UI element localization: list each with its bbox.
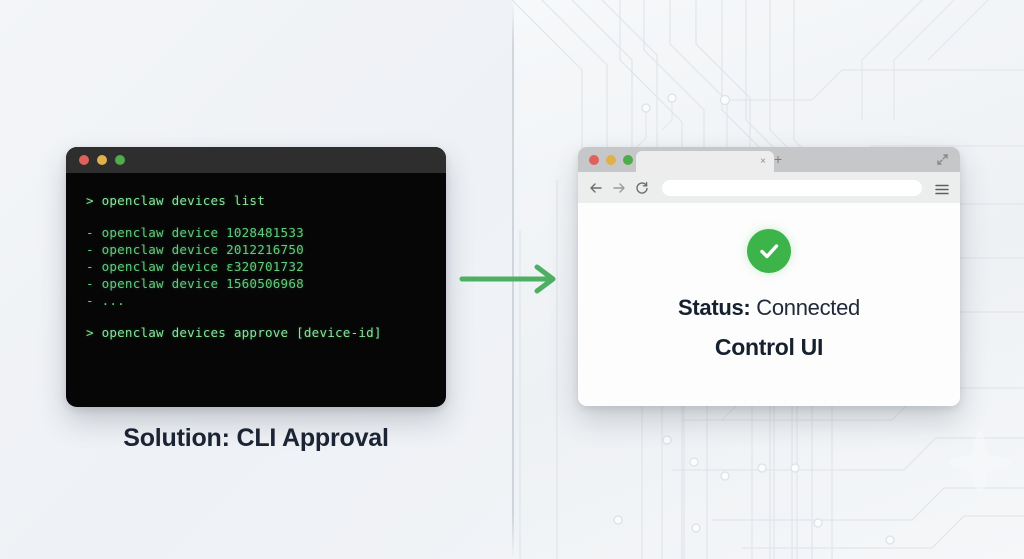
control-ui-heading: Control UI [714, 334, 824, 360]
browser-maximize-button[interactable] [623, 154, 633, 165]
terminal-titlebar [66, 147, 446, 173]
terminal-line-command-approve: > openclaw devices approve [device-id] [86, 325, 382, 340]
forward-icon[interactable] [612, 181, 626, 195]
expand-icon[interactable] [936, 153, 949, 166]
terminal-line-ellipsis: - ... [86, 293, 125, 308]
terminal-output: > openclaw devices list - openclaw devic… [66, 173, 446, 344]
url-input[interactable] [662, 179, 922, 196]
browser-toolbar [578, 172, 960, 203]
flow-arrow [458, 262, 568, 296]
terminal-line-device-2: - openclaw device 2012216750 [86, 242, 304, 257]
terminal-line-device-1: - openclaw device 1028481533 [86, 225, 304, 240]
browser-minimize-button[interactable] [606, 154, 616, 165]
browser-close-button[interactable] [589, 154, 599, 165]
status-line: Status: Connected [678, 295, 860, 321]
reload-icon[interactable] [635, 181, 649, 195]
browser-page-content: Status: Connected Control UI [578, 203, 960, 406]
left-panel-caption: Solution: CLI Approval [123, 424, 389, 452]
browser-tab[interactable]: × [636, 151, 774, 172]
status-label: Status: [678, 295, 751, 320]
arrow-right-icon [459, 264, 556, 294]
terminal-line-command-list: > openclaw devices list [86, 193, 265, 208]
close-button[interactable] [79, 155, 89, 165]
browser-window: × + [578, 147, 960, 406]
status-value: Connected [756, 295, 860, 320]
check-circle-icon [747, 229, 791, 273]
hamburger-menu-icon[interactable] [935, 182, 949, 195]
back-icon[interactable] [589, 181, 603, 195]
minimize-button[interactable] [97, 155, 107, 165]
tab-close-icon[interactable]: × [760, 155, 766, 167]
browser-tabbar: × + [578, 147, 960, 172]
maximize-button[interactable] [115, 155, 125, 165]
terminal-line-device-3: - openclaw device ɛ320701732 [86, 259, 304, 274]
terminal-line-device-4: - openclaw device 1560506968 [86, 276, 304, 291]
new-tab-button[interactable]: + [774, 151, 783, 167]
terminal-window: > openclaw devices list - openclaw devic… [66, 147, 446, 407]
